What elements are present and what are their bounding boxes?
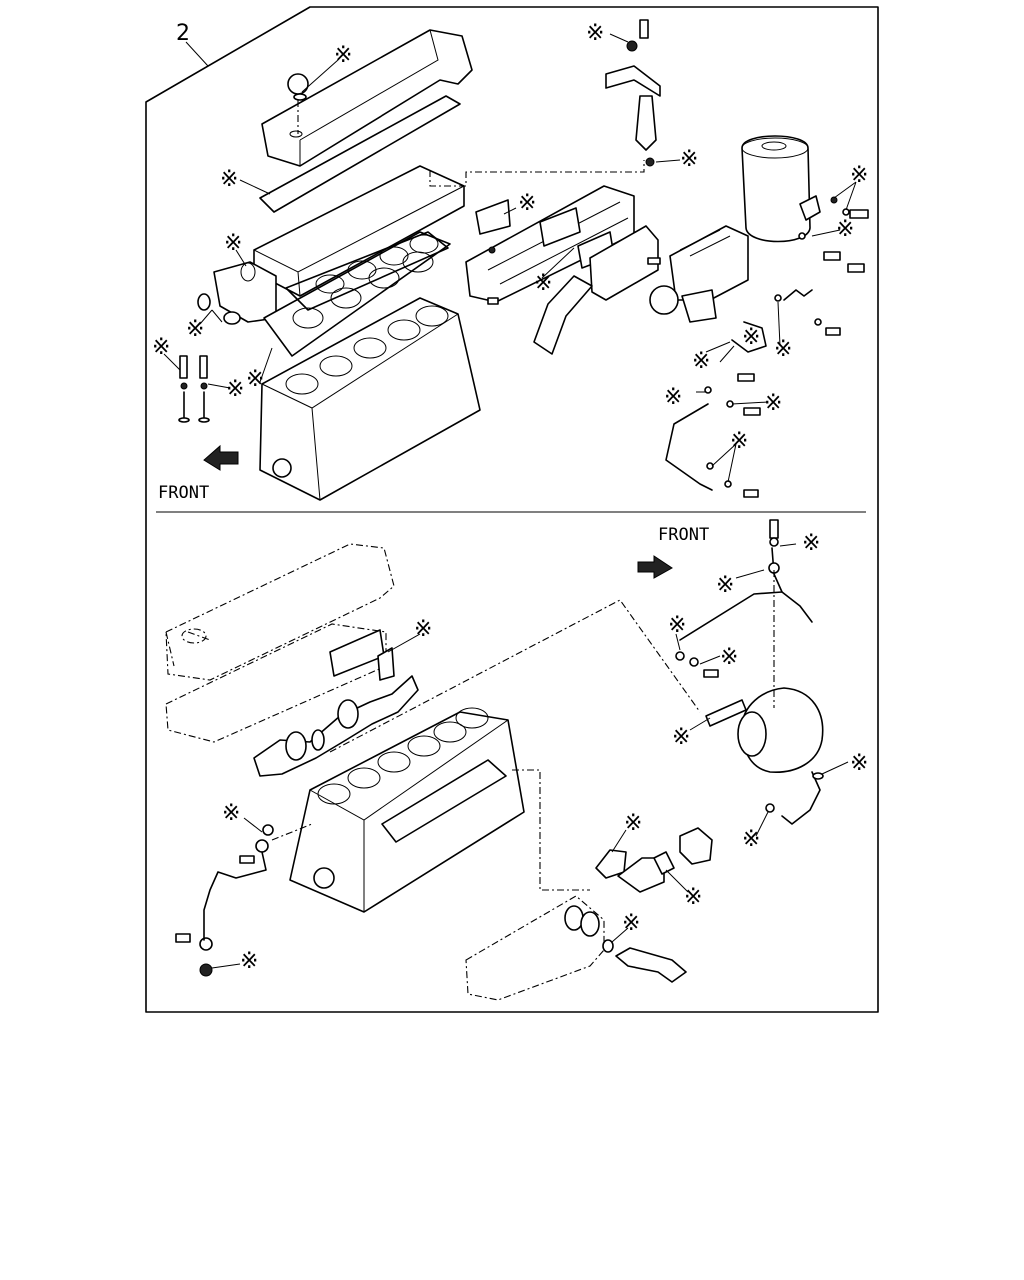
item-leader bbox=[185, 41, 209, 67]
water-pipe-lower bbox=[615, 947, 687, 983]
valve-set bbox=[178, 355, 210, 423]
turbo-gasket bbox=[705, 699, 747, 727]
kit-marker-icon: ※ bbox=[622, 911, 640, 936]
oil-filler-cap bbox=[287, 73, 309, 95]
kit-marker-icon: ※ bbox=[850, 751, 868, 776]
kit-marker-icon: ※ bbox=[684, 885, 702, 910]
fuel-filter bbox=[741, 135, 811, 243]
kit-marker-icon: ※ bbox=[534, 271, 552, 296]
lower-fasteners bbox=[175, 651, 719, 977]
kit-marker-icon: ※ bbox=[186, 317, 204, 342]
kit-marker-icon: ※ bbox=[624, 811, 642, 836]
kit-marker-icon: ※ bbox=[774, 337, 792, 362]
kit-marker-icon: ※ bbox=[220, 167, 238, 192]
rocker-cover-lower bbox=[165, 543, 395, 681]
kit-marker-icon: ※ bbox=[414, 617, 432, 642]
water-pipe-o-ring bbox=[602, 939, 614, 953]
kit-marker-icon: ※ bbox=[226, 377, 244, 402]
rocker-cover-gasket bbox=[259, 95, 461, 213]
kit-marker-icon: ※ bbox=[720, 645, 738, 670]
kit-marker-icon: ※ bbox=[742, 325, 760, 350]
oil-pipe-left bbox=[203, 851, 267, 941]
pump-drive bbox=[649, 285, 679, 315]
kit-marker-icon: ※ bbox=[764, 391, 782, 416]
kit-marker-icon: ※ bbox=[240, 949, 258, 974]
cylinder-block-lower bbox=[289, 711, 525, 913]
kit-marker-icon: ※ bbox=[680, 147, 698, 172]
filter-outlet bbox=[799, 195, 821, 221]
thermostat-housing bbox=[213, 261, 277, 323]
lower-kit-markers: ※ ※ ※ ※ ※ ※ ※ ※ ※ ※ ※ ※ ※ bbox=[222, 531, 868, 974]
fuel-line-upper bbox=[731, 321, 767, 353]
kit-marker-icon: ※ bbox=[224, 231, 242, 256]
filler-cap-seal bbox=[293, 93, 307, 101]
block-bores bbox=[285, 305, 449, 395]
fuel-line-lower bbox=[665, 403, 713, 491]
turbo-inlet bbox=[737, 711, 767, 757]
lower-view: FRONT bbox=[165, 519, 868, 1001]
intake-manifold-gasket bbox=[475, 199, 511, 235]
block-side-gasket bbox=[381, 759, 507, 843]
upper-leaders bbox=[163, 33, 857, 483]
upper-kit-markers: ※ ※ ※ ※ ※ ※ ※ ※ ※ ※ ※ ※ ※ ※ ※ ※ ※ ※ ※ bbox=[152, 21, 868, 454]
oil-feed-pipe bbox=[771, 547, 813, 623]
gasket-plate-lower bbox=[377, 647, 395, 681]
kit-marker-icon: ※ bbox=[664, 385, 682, 410]
kit-marker-icon: ※ bbox=[692, 349, 710, 374]
exhaust-manifold bbox=[589, 225, 659, 301]
front-cover-lower bbox=[465, 895, 605, 1001]
upper-fasteners bbox=[487, 196, 869, 498]
kit-marker-icon: ※ bbox=[586, 21, 604, 46]
housing-o-ring bbox=[223, 311, 241, 325]
kit-marker-icon: ※ bbox=[334, 43, 352, 68]
front-arrow-lower-icon bbox=[637, 555, 673, 579]
item-number: 2 bbox=[176, 21, 190, 46]
head-gasket-upper bbox=[285, 231, 449, 311]
thermostat-gasket bbox=[653, 851, 675, 875]
intake-pipe bbox=[533, 275, 593, 355]
kit-marker-icon: ※ bbox=[518, 191, 536, 216]
water-inlet-gasket bbox=[595, 849, 627, 879]
oil-return-pipe bbox=[781, 771, 821, 825]
kit-marker-icon: ※ bbox=[152, 335, 170, 360]
kit-marker-icon: ※ bbox=[730, 429, 748, 454]
head-gasket-upper-bores bbox=[315, 234, 439, 294]
turbocharger bbox=[741, 687, 824, 773]
kit-marker-icon: ※ bbox=[742, 827, 760, 852]
fuel-line-return bbox=[783, 289, 813, 301]
front-label-lower: FRONT bbox=[658, 525, 709, 545]
block-bores-lower bbox=[317, 707, 489, 805]
block-front-plug-lower bbox=[313, 867, 335, 889]
kit-marker-icon: ※ bbox=[850, 163, 868, 188]
kit-marker-icon: ※ bbox=[716, 573, 734, 598]
intake-gasket-window bbox=[539, 207, 581, 247]
upper-view: FRONT bbox=[152, 19, 869, 503]
kit-marker-icon: ※ bbox=[672, 725, 690, 750]
injection-pump bbox=[669, 225, 749, 301]
front-arrow-upper-icon bbox=[203, 444, 239, 471]
thermostat-lower bbox=[679, 827, 713, 865]
housing-gasket bbox=[197, 293, 211, 311]
block-front-plug bbox=[272, 458, 292, 478]
kit-marker-icon: ※ bbox=[222, 801, 240, 826]
kit-marker-icon: ※ bbox=[836, 217, 854, 242]
front-label-upper: FRONT bbox=[158, 483, 209, 503]
lower-leaders bbox=[211, 543, 849, 969]
kit-marker-icon: ※ bbox=[802, 531, 820, 556]
diagram-frame bbox=[145, 6, 879, 1013]
cylinder-block bbox=[259, 297, 481, 501]
head-side-gasket bbox=[329, 629, 385, 677]
kit-marker-icon: ※ bbox=[246, 367, 264, 392]
oil-feed-bolt bbox=[769, 519, 779, 539]
injector-assembly bbox=[605, 19, 661, 167]
kit-marker-icon: ※ bbox=[668, 613, 686, 638]
